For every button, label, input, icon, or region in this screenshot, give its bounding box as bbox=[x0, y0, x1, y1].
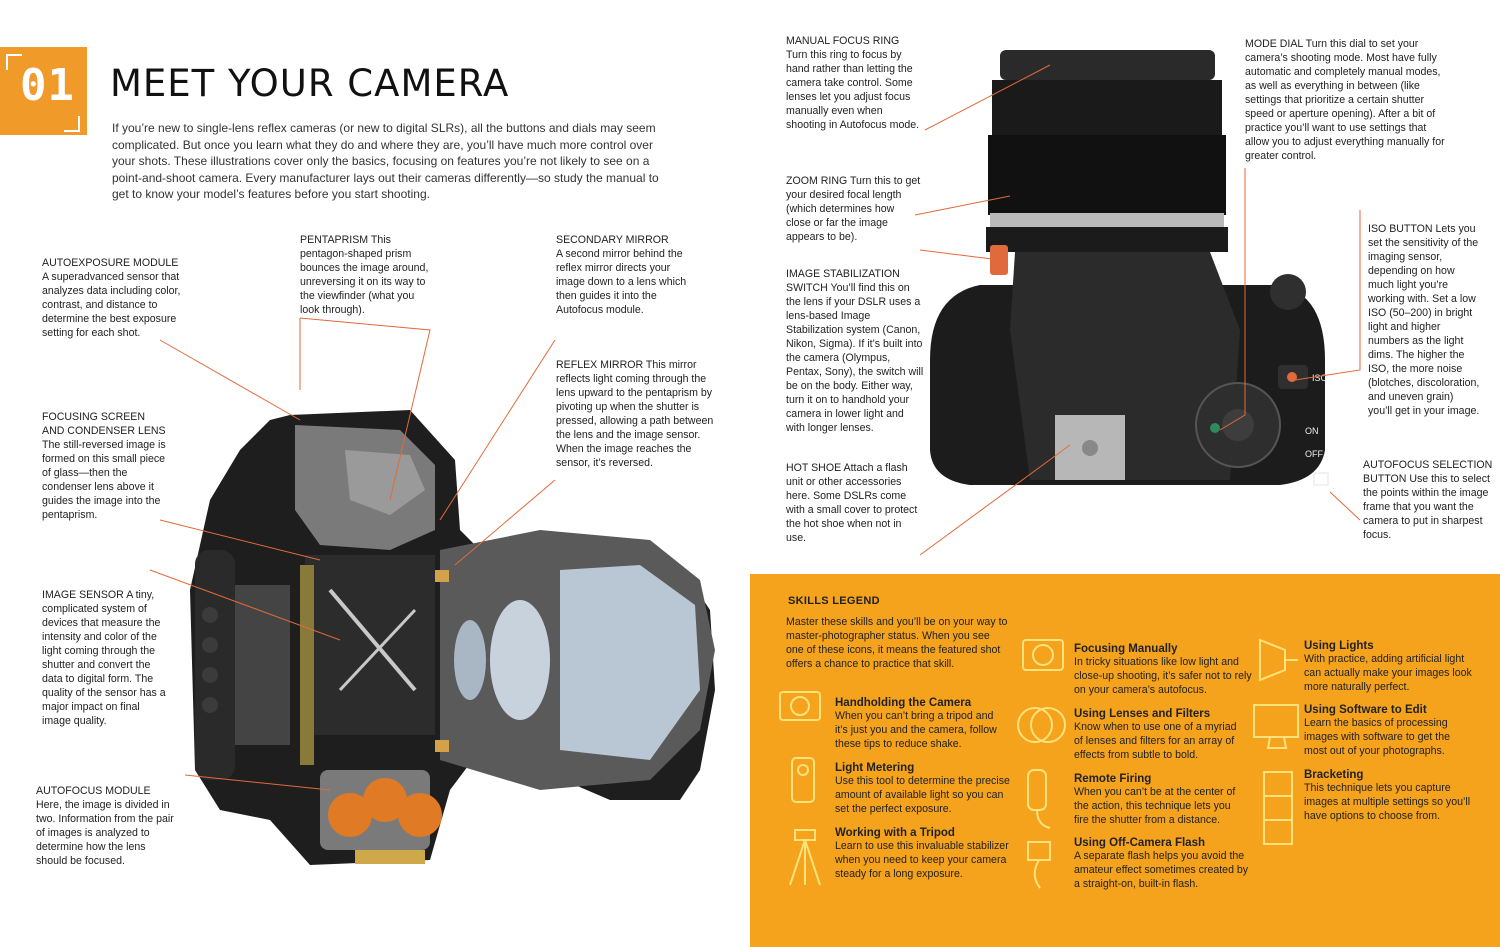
focus-hand-icon bbox=[1023, 640, 1063, 670]
callout-heading: MANUAL FOCUS RING bbox=[786, 34, 921, 48]
callout-manual-focus-ring: MANUAL FOCUS RING Turn this ring to focu… bbox=[786, 34, 921, 132]
callout-body: This pentagon-shaped prism bounces the i… bbox=[300, 234, 428, 316]
callout-body: Here, the image is divided in two. Infor… bbox=[36, 798, 176, 868]
callout-heading: REFLEX MIRROR bbox=[556, 359, 643, 371]
skill-name: Using Software to Edit bbox=[1304, 704, 1464, 716]
callout-body: A second mirror behind the reflex mirror… bbox=[556, 247, 691, 317]
skill-off-camera-flash: Using Off-Camera Flash A separate flash … bbox=[1074, 837, 1252, 891]
bracket-frames-icon bbox=[1264, 772, 1292, 844]
callout-mode-dial: MODE DIAL Turn this dial to set your cam… bbox=[1245, 37, 1445, 163]
callout-body: The still-reversed image is formed on th… bbox=[42, 438, 167, 522]
callout-reflex-mirror: REFLEX MIRROR This mirror reflects light… bbox=[556, 358, 716, 470]
skill-focusing-manually: Focusing Manually In tricky situations l… bbox=[1074, 643, 1252, 697]
callout-body: Turn this dial to set your camera’s shoo… bbox=[1245, 38, 1445, 162]
skill-tripod: Working with a Tripod Learn to use this … bbox=[835, 827, 1013, 881]
callout-body: A tiny, complicated system of devices th… bbox=[42, 589, 166, 727]
skill-light-metering: Light Metering Use this tool to determin… bbox=[835, 762, 1010, 816]
lens-filter-icon bbox=[1018, 708, 1065, 742]
skill-desc: A separate flash helps you avoid the ama… bbox=[1074, 849, 1252, 891]
flash-cord-icon bbox=[1028, 842, 1050, 888]
skill-name: Using Lights bbox=[1304, 640, 1479, 652]
remote-icon bbox=[1028, 770, 1050, 828]
monitor-icon bbox=[1254, 705, 1298, 748]
skill-desc: Use this tool to determine the precise a… bbox=[835, 774, 1010, 816]
callout-secondary-mirror: SECONDARY MIRROR A second mirror behind … bbox=[556, 233, 691, 317]
callout-heading: FOCUSING SCREEN AND CONDENSER LENS bbox=[42, 410, 167, 438]
callout-heading: PENTAPRISM bbox=[300, 234, 368, 246]
legend-title: SKILLS LEGEND bbox=[788, 595, 880, 607]
skill-handholding: Handholding the Camera When you can’t br… bbox=[835, 697, 1005, 751]
callout-body: Attach a flash unit or other accessories… bbox=[786, 462, 917, 544]
callout-zoom-ring: ZOOM RING Turn this to get your desired … bbox=[786, 174, 921, 244]
skill-desc: With practice, adding artificial light c… bbox=[1304, 652, 1479, 694]
skill-lenses-filters: Using Lenses and Filters Know when to us… bbox=[1074, 708, 1244, 762]
callout-autofocus-module: AUTOFOCUS MODULE Here, the image is divi… bbox=[36, 784, 176, 868]
light-meter-icon bbox=[792, 758, 814, 802]
skill-name: Working with a Tripod bbox=[835, 827, 1013, 839]
callout-af-selection: AUTOFOCUS SELECTION BUTTON Use this to s… bbox=[1363, 458, 1493, 542]
callout-heading: HOT SHOE bbox=[786, 462, 841, 474]
skill-name: Light Metering bbox=[835, 762, 1010, 774]
callout-body: You’ll find this on the lens if your DSL… bbox=[786, 282, 923, 434]
skill-desc: In tricky situations like low light and … bbox=[1074, 655, 1252, 697]
studio-light-icon bbox=[1260, 640, 1298, 680]
skill-desc: When you can’t bring a tripod and it’s j… bbox=[835, 709, 1005, 751]
callout-body: Lets you set the sensitivity of the imag… bbox=[1368, 223, 1479, 417]
callout-iso-button: ISO BUTTON Lets you set the sensitivity … bbox=[1368, 222, 1480, 418]
skill-name: Focusing Manually bbox=[1074, 643, 1252, 655]
skill-name: Remote Firing bbox=[1074, 773, 1246, 785]
callout-heading: MODE DIAL bbox=[1245, 38, 1303, 50]
callout-autoexposure: AUTOEXPOSURE MODULE A superadvanced sens… bbox=[42, 256, 192, 340]
callout-body: A superadvanced sensor that analyzes dat… bbox=[42, 270, 192, 340]
callout-body: Turn this ring to focus by hand rather t… bbox=[786, 48, 921, 132]
callout-heading: IMAGE SENSOR bbox=[42, 589, 124, 601]
skill-name: Bracketing bbox=[1304, 769, 1479, 781]
callout-image-sensor: IMAGE SENSOR A tiny, complicated system … bbox=[42, 588, 167, 728]
callout-heading: SECONDARY MIRROR bbox=[556, 233, 691, 247]
callout-focusing-screen: FOCUSING SCREEN AND CONDENSER LENS The s… bbox=[42, 410, 167, 522]
callout-heading: AUTOEXPOSURE MODULE bbox=[42, 256, 192, 270]
skill-desc: Learn the basics of processing images wi… bbox=[1304, 716, 1464, 758]
skill-software-edit: Using Software to Edit Learn the basics … bbox=[1304, 704, 1464, 758]
callout-image-stabilization: IMAGE STABILIZATION SWITCH You’ll find t… bbox=[786, 267, 924, 435]
callout-heading: ZOOM RING bbox=[786, 175, 847, 187]
skill-bracketing: Bracketing This technique lets you captu… bbox=[1304, 769, 1479, 823]
callout-heading: AUTOFOCUS MODULE bbox=[36, 784, 176, 798]
skill-remote-firing: Remote Firing When you can’t be at the c… bbox=[1074, 773, 1246, 827]
skill-desc: Learn to use this invaluable stabilizer … bbox=[835, 839, 1013, 881]
skill-name: Handholding the Camera bbox=[835, 697, 1005, 709]
callout-pentaprism: PENTAPRISM This pentagon-shaped prism bo… bbox=[300, 233, 435, 317]
hand-camera-icon bbox=[780, 692, 820, 720]
skill-name: Using Off-Camera Flash bbox=[1074, 837, 1252, 849]
callout-hot-shoe: HOT SHOE Attach a flash unit or other ac… bbox=[786, 461, 921, 545]
callout-body: This mirror reflects light coming throug… bbox=[556, 359, 713, 469]
tripod-icon bbox=[790, 830, 820, 885]
skill-desc: Know when to use one of a myriad of lens… bbox=[1074, 720, 1244, 762]
skill-name: Using Lenses and Filters bbox=[1074, 708, 1244, 720]
skill-desc: When you can’t be at the center of the a… bbox=[1074, 785, 1246, 827]
skill-desc: This technique lets you capture images a… bbox=[1304, 781, 1479, 823]
skill-using-lights: Using Lights With practice, adding artif… bbox=[1304, 640, 1479, 694]
callout-heading: ISO BUTTON bbox=[1368, 223, 1433, 235]
